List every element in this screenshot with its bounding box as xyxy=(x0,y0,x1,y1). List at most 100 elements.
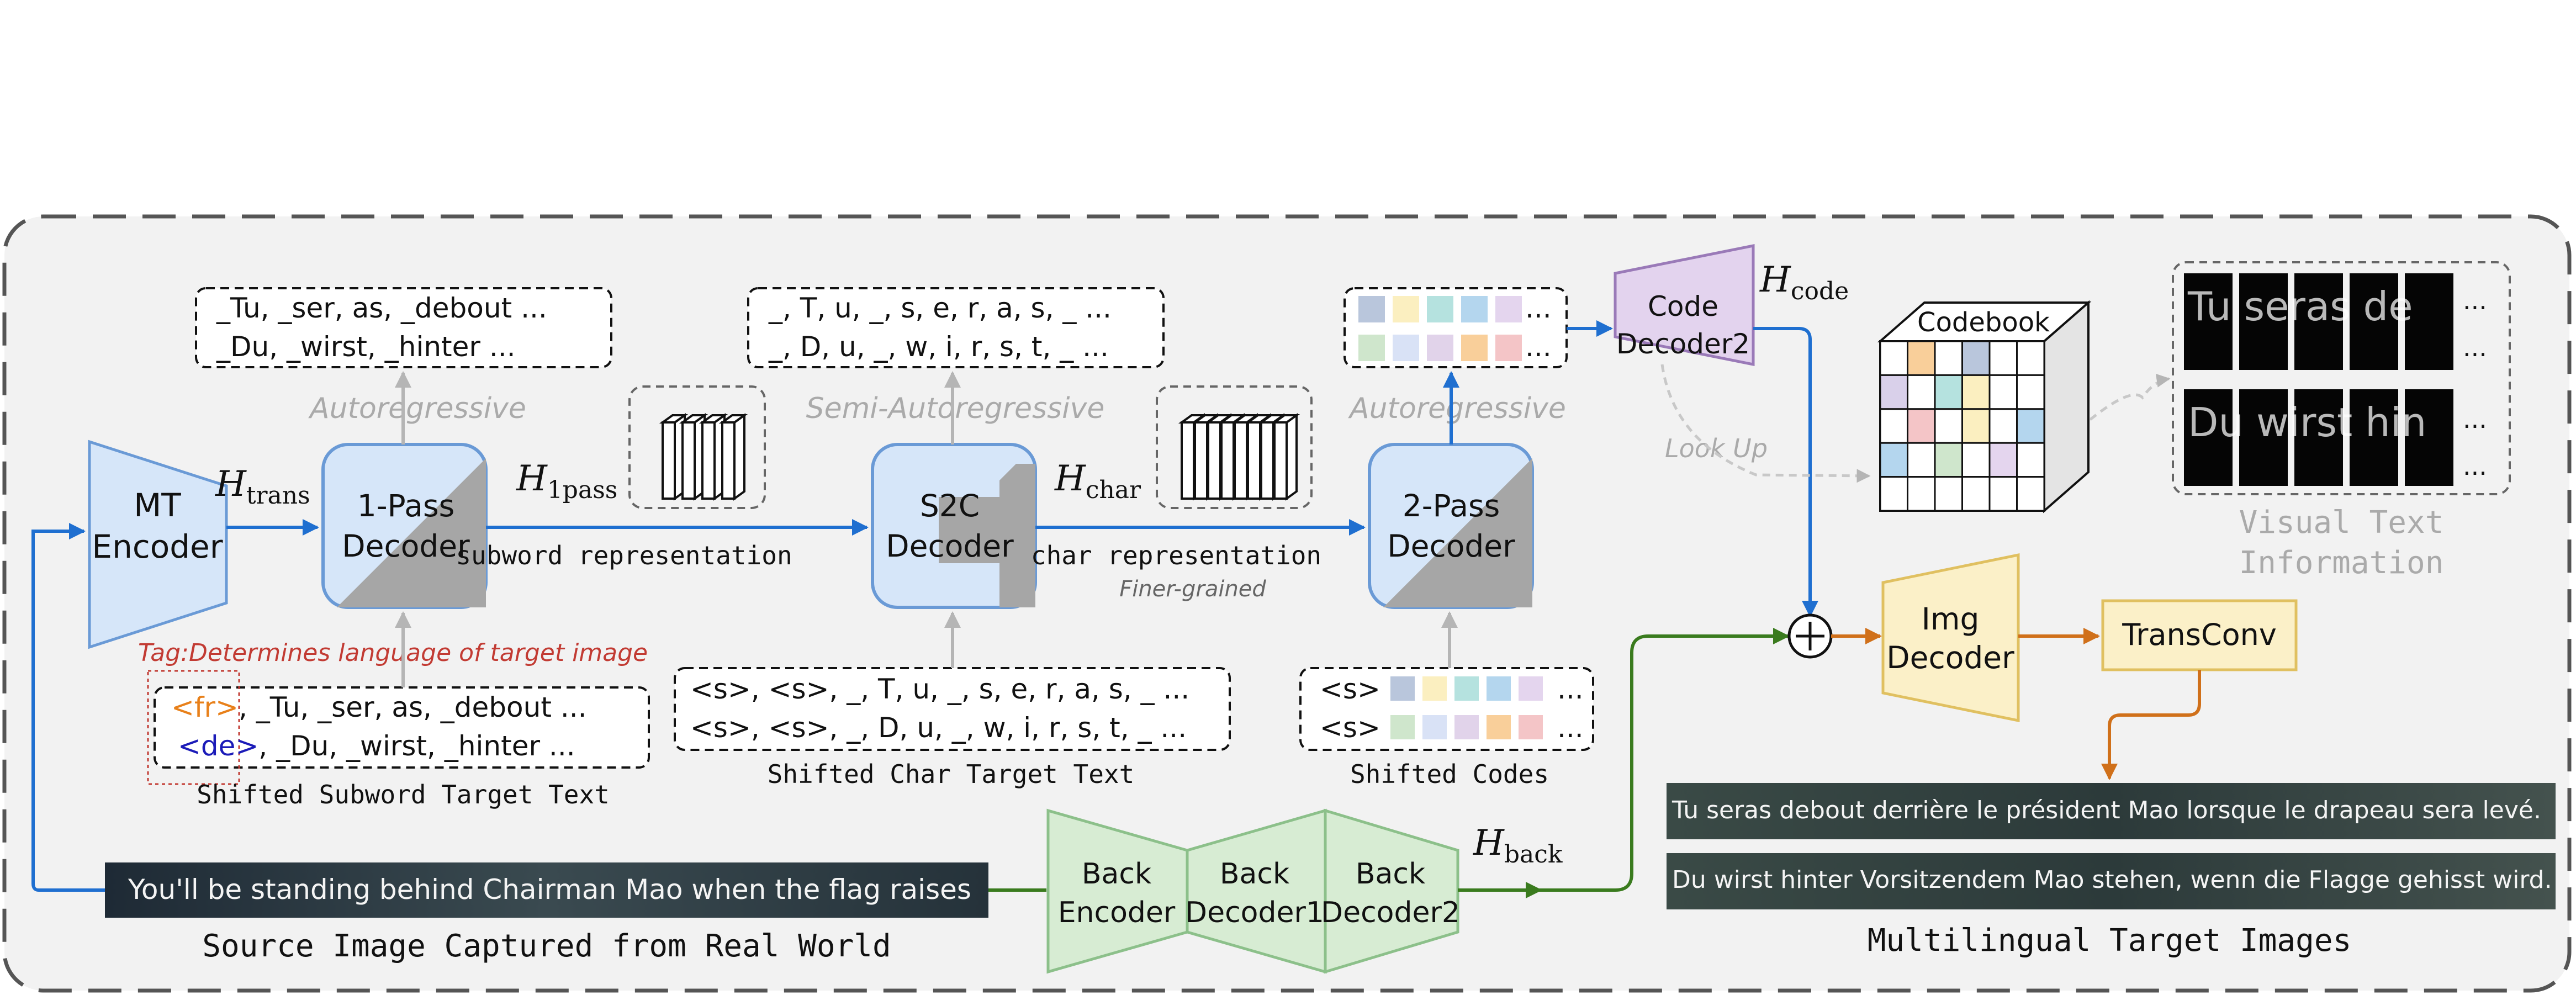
code-cell xyxy=(1422,676,1447,701)
char-input-box xyxy=(674,667,1231,751)
representation-bar xyxy=(1286,413,1298,501)
img-decoder-label-1: Img xyxy=(1922,601,1980,637)
visual-tile xyxy=(2184,273,2233,370)
codebook-cell xyxy=(1961,476,1991,512)
codebook-cell xyxy=(1907,442,1936,478)
subword-output-box xyxy=(195,287,612,368)
source-image-text: You'll be standing behind Chairman Mao w… xyxy=(128,874,971,906)
codebook-cell xyxy=(2016,374,2045,410)
subword-input-line-2: <de>, _Du, _wirst, _hinter ... xyxy=(178,730,575,762)
h-trans-symbol: Htrans xyxy=(215,464,310,510)
code-cell xyxy=(1495,296,1522,322)
back-decoder1-label-1: Back xyxy=(1220,858,1289,891)
char-output-text: _, T, u, _, s, e, r, a, s, _ ..._, D, u,… xyxy=(768,292,1112,363)
code-cell xyxy=(1393,335,1419,361)
h-code-symbol: Hcode xyxy=(1759,260,1849,305)
arrow-transconv-to-targets xyxy=(2101,670,2201,780)
back-decoder2 xyxy=(1324,808,1459,974)
img-decoder-label-2: Decoder xyxy=(1886,640,2014,675)
code-cell xyxy=(1495,335,1522,361)
representation-bar-top xyxy=(1271,414,1300,424)
code-cell xyxy=(1390,715,1415,739)
codebook-cell xyxy=(1961,408,1991,444)
code-cell xyxy=(1427,335,1453,361)
target-image-de xyxy=(1667,853,2556,909)
subword-input-line-1: <fr>, _Tu, _ser, as, _debout ... xyxy=(171,691,587,723)
codebook-cell xyxy=(1879,442,1908,478)
code-cell xyxy=(1390,676,1415,701)
pass2-decoder-label-2: Decoder xyxy=(1387,528,1515,564)
representation-bar-front xyxy=(721,421,736,500)
shifted-codes-caption: Shifted Codes xyxy=(1350,759,1549,789)
representation-bar-front xyxy=(1260,421,1274,500)
multilingual-caption: Multilingual Target Images xyxy=(1868,923,2352,959)
representation-bar-front xyxy=(1273,421,1288,500)
arrow-codebook-to-visual xyxy=(2089,373,2171,421)
codebook-cell xyxy=(2016,476,2045,512)
visual-text-de: Du wirst hin xyxy=(2188,399,2426,446)
mt-encoder-label-2: Encoder xyxy=(92,528,223,565)
back-encoder-label-1: Back xyxy=(1082,858,1151,891)
back-decoder2-label-2: Decoder2 xyxy=(1321,896,1460,929)
codebook-cell xyxy=(1907,476,1936,512)
h-back-symbol: Hback xyxy=(1473,823,1563,869)
h-1pass-symbol: H1pass xyxy=(516,458,617,504)
visual-tile xyxy=(2294,273,2343,370)
codebook-cell xyxy=(2016,442,2045,478)
sum-node xyxy=(1787,613,1833,659)
visual-tile xyxy=(2350,389,2398,486)
shifted-char-caption: Shifted Char Target Text xyxy=(768,759,1135,789)
target-image-de-text: Du wirst hinter Vorsitzendem Mao stehen,… xyxy=(1672,866,2552,894)
source-image-caption: Source Image Captured from Real World xyxy=(202,928,891,964)
img-decoder xyxy=(1881,553,2020,723)
representation-bar-top xyxy=(679,414,708,424)
code-cell xyxy=(1454,676,1479,701)
target-image-fr-text: Tu seras debout derrière le président Ma… xyxy=(1672,796,2541,824)
mt-encoder-label-1: MT xyxy=(134,486,181,524)
finer-grained-label: Finer-grained xyxy=(1119,576,1266,602)
codebook-cell xyxy=(1988,442,2018,478)
subword-output-text: _Tu, _ser, as, _debout ..._Du, _wirst, _… xyxy=(216,292,547,363)
back-decoder2-label-1: Back xyxy=(1356,858,1425,891)
s2c-decoder-label-2: Decoder xyxy=(886,528,1014,564)
pass2-decoder-label-1: 2-Pass xyxy=(1403,488,1500,523)
code-cell xyxy=(1519,715,1543,739)
subword-representation-label: subword representation xyxy=(456,541,792,570)
char-representation-label: char representation xyxy=(1031,541,1321,570)
codebook-cell xyxy=(1879,340,1908,376)
code-decoder2-label-2: Decoder2 xyxy=(1616,328,1750,360)
code-cell xyxy=(1519,676,1543,701)
tag-highlight-box xyxy=(147,670,240,785)
representation-bar-front xyxy=(1181,421,1195,500)
visual-tile xyxy=(2405,389,2453,486)
shifted-subword-caption: Shifted Subword Target Text xyxy=(197,780,610,809)
visual-text-fr: Tu seras de xyxy=(2187,283,2413,330)
code-cell xyxy=(1422,715,1447,739)
codebook-cell xyxy=(1934,476,1963,512)
visual-tile xyxy=(2294,389,2343,486)
representation-bar-front xyxy=(1234,421,1248,500)
s2c-decoder-label-1: S2C xyxy=(920,488,980,523)
code-cell xyxy=(1487,715,1511,739)
visual-tile xyxy=(2239,273,2288,370)
subword-representation-icon xyxy=(628,385,766,509)
semi-autoregressive-label: Semi-Autoregressive xyxy=(806,392,1105,425)
visual-tile xyxy=(2184,389,2233,486)
codebook-cell xyxy=(2016,340,2045,376)
codebook-cell xyxy=(1907,408,1936,444)
tag-note: Tag:Determines language of target image xyxy=(138,639,648,667)
char-output-box xyxy=(747,287,1165,368)
transconv-box xyxy=(2101,599,2298,671)
codes-output-cells xyxy=(1358,296,1522,361)
codebook-cell xyxy=(1934,340,1963,376)
autoregressive-label-2: Autoregressive xyxy=(1348,392,1566,425)
codebook-cell xyxy=(1879,374,1908,410)
